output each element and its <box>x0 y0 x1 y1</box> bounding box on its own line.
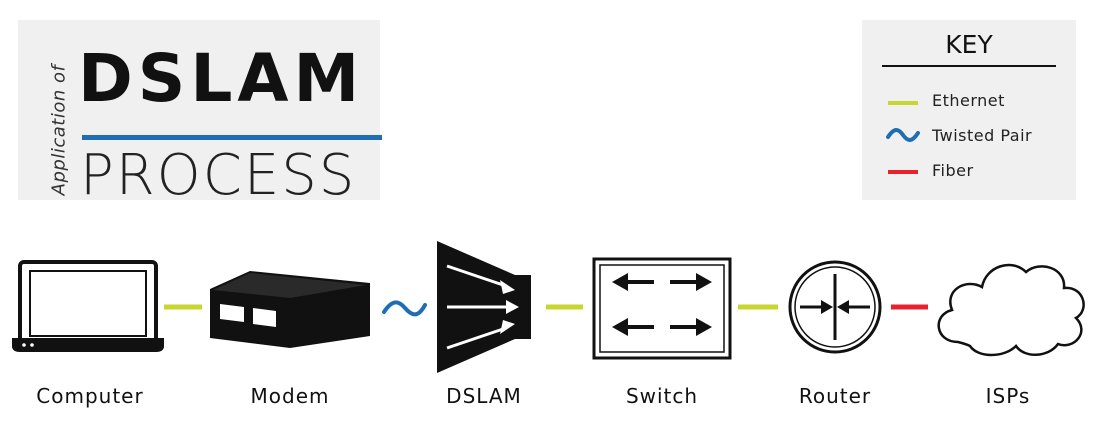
node-label-switch: Switch <box>625 384 699 408</box>
legend-label: Fiber <box>932 160 974 180</box>
twisted-pair-wave-icon <box>886 124 920 146</box>
laptop-icon <box>12 260 164 352</box>
legend-item-fiber: Fiber <box>886 159 974 181</box>
dslam-icon <box>437 241 531 373</box>
ethernet-line-icon <box>886 89 920 111</box>
title-sub: PROCESS <box>80 143 357 208</box>
legend-item-twisted-pair: Twisted Pair <box>886 124 1032 146</box>
node-label-dslam: DSLAM <box>446 384 522 408</box>
link-modem-dslam <box>382 300 427 317</box>
legend-panel: KEY Ethernet Twisted Pair Fiber <box>862 20 1076 200</box>
fiber-line-icon <box>886 159 920 181</box>
title-panel: Application of DSLAM PROCESS <box>18 20 382 204</box>
title-main: DSLAM <box>78 40 365 117</box>
legend-title: KEY <box>945 30 993 59</box>
cloud-icon <box>937 263 1085 357</box>
node-label-modem: Modem <box>250 384 330 408</box>
legend-label: Ethernet <box>932 90 1005 110</box>
legend-label: Twisted Pair <box>932 125 1033 145</box>
node-label-router: Router <box>798 384 872 408</box>
router-icon <box>788 260 882 354</box>
legend-item-ethernet: Ethernet <box>886 89 1005 111</box>
title-divider <box>82 135 382 140</box>
title-prefix: Application of <box>48 64 70 196</box>
legend-divider <box>882 65 1056 67</box>
modem-icon <box>210 271 370 348</box>
node-label-isps: ISPs <box>985 384 1031 408</box>
network-diagram <box>12 241 1085 373</box>
switch-icon <box>592 257 732 360</box>
node-label-computer: Computer <box>36 384 144 408</box>
